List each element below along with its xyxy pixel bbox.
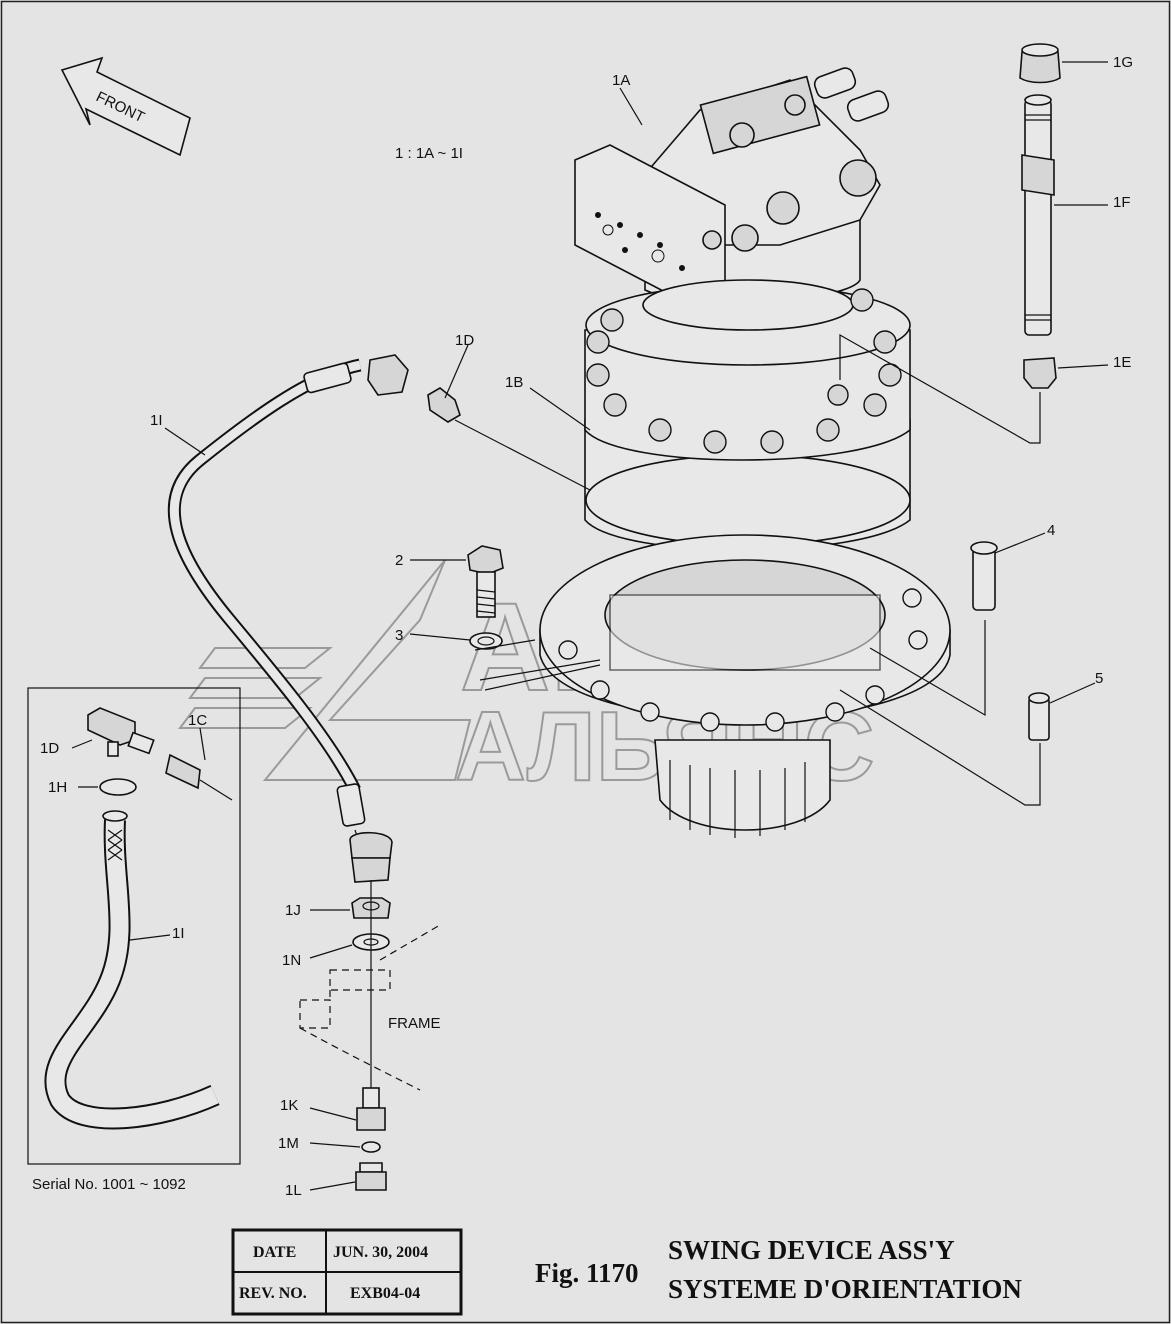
callout-1N: 1N [282,952,301,969]
hose-1I [167,354,409,883]
reduction-gear-1B [584,279,911,551]
elbow-1D [427,387,461,423]
leader-lines [71,61,1109,1191]
pin-4 [970,541,998,611]
callout-1C: 1C [188,712,207,729]
callout-4: 4 [1047,522,1055,539]
callout-1B: 1B [505,374,523,391]
pin-5 [1028,692,1050,741]
plug-1L [355,1162,387,1191]
callout-1I: 1I [150,412,163,429]
front-arrow: FRONT [60,56,191,157]
swing-motor-1A [574,67,890,306]
rev-label: REV. NO. [239,1285,307,1302]
title-block-table: DATE JUN. 30, 2004 REV. NO. EXB04-04 [231,1228,463,1316]
callout-1M: 1M [278,1135,299,1152]
washer-3 [469,632,503,650]
callout-1D-inset: 1D [40,740,59,757]
callout-1D: 1D [455,332,474,349]
level-gauge-tube-1F [1021,94,1055,336]
date-label: DATE [253,1244,296,1261]
callout-1F: 1F [1113,194,1131,211]
callout-1E: 1E [1113,354,1131,371]
callout-1J: 1J [285,902,301,919]
adapter-1K [356,1087,386,1131]
date-value: JUN. 30, 2004 [333,1244,428,1261]
callout-2: 2 [395,552,403,569]
frame-label: FRAME [388,1015,441,1032]
callout-5: 5 [1095,670,1103,687]
inset-early-serial [27,687,241,1165]
callout-1G: 1G [1113,54,1133,71]
plug-1E [1023,357,1057,389]
callout-labels: 1A 1B 1G 1F 1E 1D 1I 2 3 4 5 1J 1N 1K 1M… [32,54,1133,1199]
o-ring-1M [361,1141,381,1153]
pinion-flange [539,534,951,838]
figure-title-en: SWING DEVICE ASS'Y [668,1235,955,1265]
figure-title-fr: SYSTEME D'ORIENTATION [668,1274,1022,1304]
callout-1L: 1L [285,1182,302,1199]
bolt-2 [467,545,504,618]
cap-1G [1019,43,1061,84]
rev-value: EXB04-04 [350,1285,420,1302]
callout-3: 3 [395,627,403,644]
figure-title: Fig. 1170 SWING DEVICE ASS'Y SYSTEME D'O… [535,1235,1022,1304]
figure-number: Fig. 1170 [535,1258,639,1288]
callout-1A: 1A [612,72,630,89]
callout-1I-inset: 1I [172,925,185,942]
callout-1K: 1K [280,1097,298,1114]
assembly-note: 1 : 1A ~ 1I [395,145,463,162]
serial-note: Serial No. 1001 ~ 1092 [32,1176,186,1193]
callout-1H: 1H [48,779,67,796]
frame-outline [299,924,441,1091]
